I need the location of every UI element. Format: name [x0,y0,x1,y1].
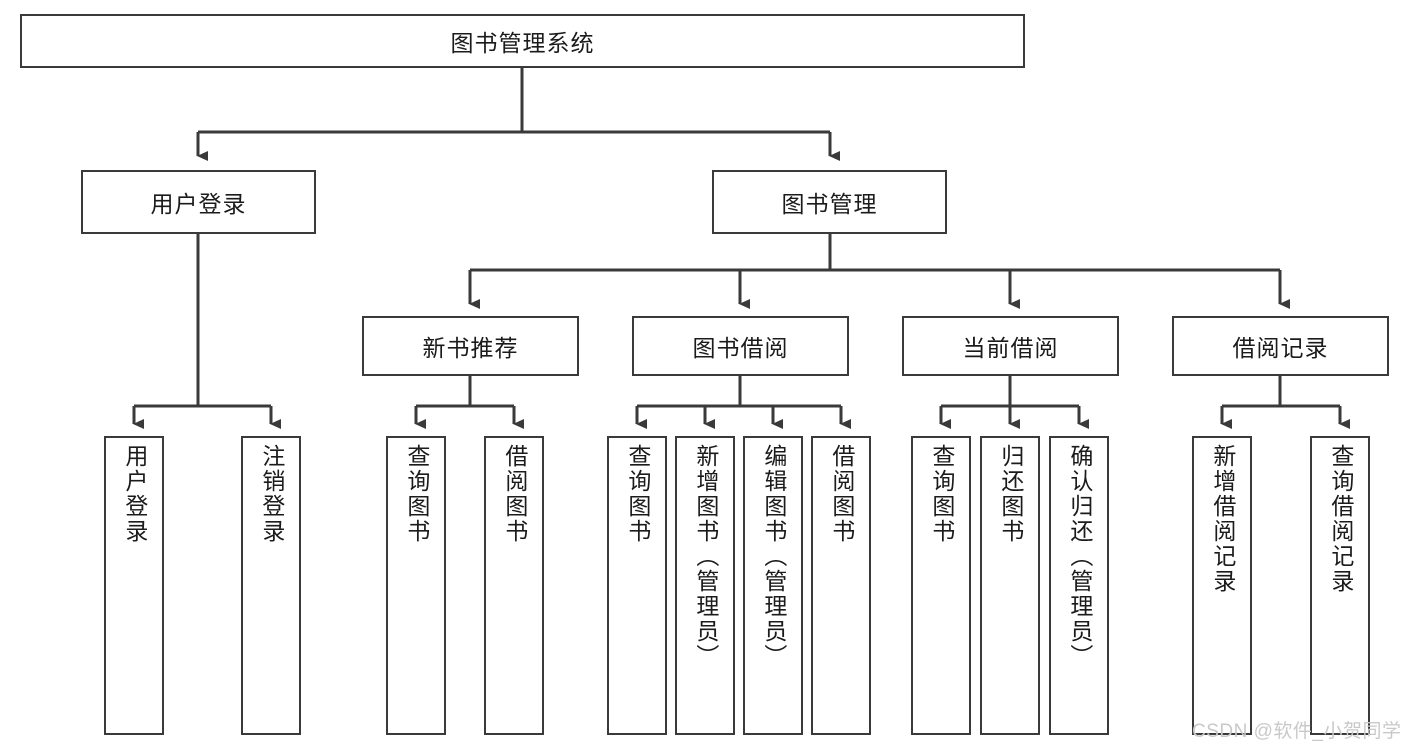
leaf-label: 新增图书（管理员） [692,444,719,669]
leaf-label: 借阅图书 [501,444,528,544]
leaf-label: 新增借阅记录 [1209,444,1236,594]
leaf-borrow-query-book[interactable]: 查询图书 [607,436,667,735]
leaf-record-add-record[interactable]: 新增借阅记录 [1192,436,1252,735]
node-label: 图书管理 [781,191,878,217]
leaf-current-return-book[interactable]: 归还图书 [980,436,1040,735]
node-label: 当前借阅 [962,335,1059,361]
leaf-borrow-edit-book-admin[interactable]: 编辑图书（管理员） [743,436,803,735]
leaf-new-book-query[interactable]: 查询图书 [386,436,446,735]
leaf-label: 查询图书 [624,444,651,544]
node-book-management[interactable]: 图书管理 [712,170,947,234]
leaf-borrow-add-book-admin[interactable]: 新增图书（管理员） [675,436,735,735]
leaf-label: 编辑图书（管理员） [760,444,787,669]
leaf-label: 用户登录 [121,444,148,544]
node-book-borrow[interactable]: 图书借阅 [632,316,849,376]
watermark-csdn: CSDN @软件_小贺同学 [1192,721,1402,742]
leaf-label: 注销登录 [258,444,285,544]
leaf-new-book-borrow[interactable]: 借阅图书 [484,436,544,735]
leaf-label: 归还图书 [997,444,1024,544]
leaf-record-query-record[interactable]: 查询借阅记录 [1310,436,1370,735]
node-label: 图书借阅 [692,335,789,361]
node-label: 借阅记录 [1232,335,1329,361]
leaf-borrow-borrow-book[interactable]: 借阅图书 [811,436,871,735]
leaf-user-login-logout[interactable]: 注销登录 [241,436,301,735]
leaf-label: 查询借阅记录 [1327,444,1354,594]
node-label: 用户登录 [150,191,247,217]
leaf-current-confirm-return-admin[interactable]: 确认归还（管理员） [1049,436,1109,735]
leaf-label: 查询图书 [928,444,955,544]
node-new-book-recommend[interactable]: 新书推荐 [362,316,579,376]
leaf-label: 借阅图书 [828,444,855,544]
node-current-borrow[interactable]: 当前借阅 [902,316,1119,376]
node-root-system[interactable]: 图书管理系统 [20,14,1025,68]
node-borrow-record[interactable]: 借阅记录 [1172,316,1389,376]
leaf-current-query-book[interactable]: 查询图书 [911,436,971,735]
leaf-label: 确认归还（管理员） [1066,444,1093,669]
node-user-login[interactable]: 用户登录 [81,170,316,234]
node-label: 新书推荐 [422,335,519,361]
leaf-label: 查询图书 [403,444,430,544]
leaf-user-login-login[interactable]: 用户登录 [104,436,164,735]
node-label: 图书管理系统 [450,30,595,56]
